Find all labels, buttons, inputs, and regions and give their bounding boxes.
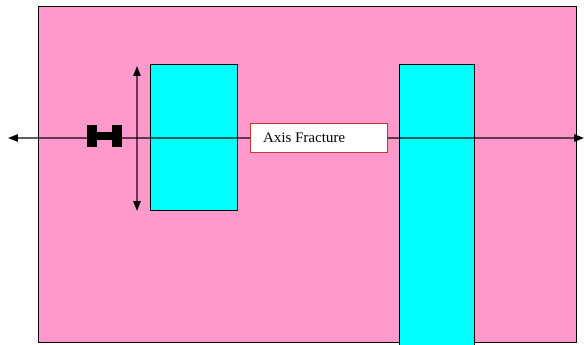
axis-fracture-label: Axis Fracture (250, 123, 388, 153)
h-shaped-marker-icon (87, 125, 122, 147)
right-cyan-block (399, 64, 475, 345)
pink-panel (38, 6, 577, 343)
axis-fracture-label-text: Axis Fracture (263, 129, 346, 146)
double-arrow-vertical-icon (133, 66, 141, 211)
